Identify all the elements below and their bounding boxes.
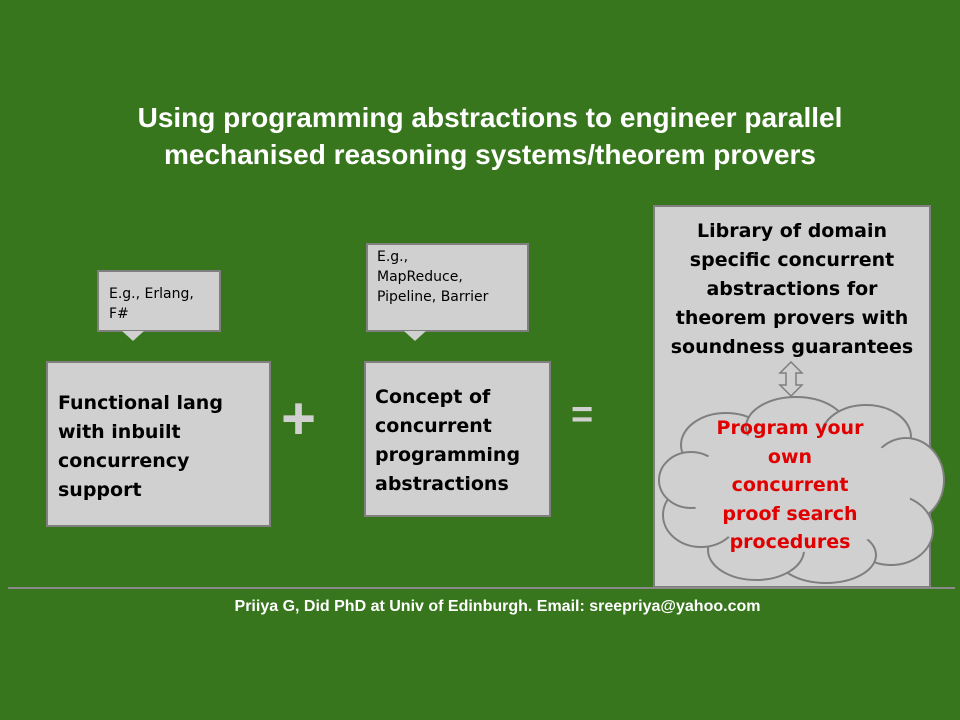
box-text: concurrent — [375, 415, 492, 437]
box-text: with inbuilt — [58, 421, 181, 443]
footer-divider — [8, 587, 955, 589]
box-text: Functional lang — [58, 392, 223, 414]
callout-text: E.g., Erlang, — [109, 286, 194, 302]
cloud-line: Program your — [716, 417, 864, 439]
box-text: abstractions — [375, 473, 509, 495]
callout-text: E.g., — [377, 249, 409, 265]
result-text: specific concurrent — [689, 249, 895, 271]
cloud-text: Program your own concurrent proof search… — [680, 414, 900, 557]
box-concurrent-concept: Concept of concurrent programming abstra… — [364, 361, 551, 517]
box-text: support — [58, 479, 142, 501]
up-down-arrow-icon — [778, 361, 804, 397]
callout-tail — [122, 331, 144, 341]
result-text: theorem provers with — [675, 307, 909, 329]
box-functional-lang: Functional lang with inbuilt concurrency… — [46, 361, 271, 527]
cloud-shape — [658, 396, 945, 584]
callout-abstractions: E.g., MapReduce, Pipeline, Barrier — [366, 243, 529, 332]
callout-erlang: E.g., Erlang, F# — [97, 270, 221, 332]
callout-text: Pipeline, Barrier — [377, 289, 489, 305]
cloud-line: concurrent — [731, 474, 849, 496]
result-text: soundness guarantees — [670, 336, 914, 358]
plus-sign: + — [281, 385, 317, 452]
callout-text: MapReduce, — [377, 269, 463, 285]
box-text: Concept of — [375, 386, 491, 408]
cloud-line: proof search — [722, 502, 858, 525]
cloud-line: procedures — [729, 531, 851, 553]
box-text: concurrency — [58, 450, 190, 472]
result-text: abstractions for — [706, 278, 878, 300]
cloud-line: own — [767, 445, 813, 468]
title-line-2: mechanised reasoning systems/theorem pro… — [163, 139, 817, 170]
box-text: programming — [375, 444, 521, 466]
callout-tail — [404, 331, 426, 341]
callout-text: F# — [109, 306, 129, 322]
title-line-1: Using programming abstractions to engine… — [137, 102, 843, 133]
result-text: Library of domain — [696, 220, 888, 242]
equals-sign: = — [571, 394, 594, 436]
footer-credit: Priiya G, Did PhD at Univ of Edinburgh. … — [234, 598, 761, 615]
